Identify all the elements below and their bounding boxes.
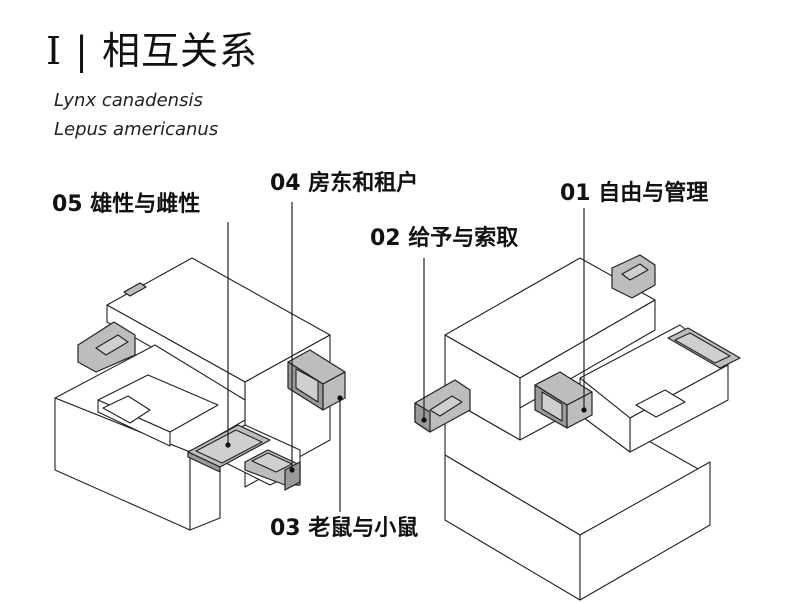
species-lynx: Lynx canadensis [54,90,203,111]
module-03-tray [244,449,301,491]
leader-02-dot [421,417,427,423]
right-slab-notch [635,389,686,418]
species-lepus: Lepus americanus [54,119,219,140]
left-notch [102,395,151,424]
module-right-top-bracket [611,254,656,299]
label-05-male-female: 05 雄性与雌性 [52,192,201,217]
module-left-top-lip [123,282,147,297]
label-01-freedom-management: 01 自由与管理 [560,181,709,206]
leader-01-dot [581,407,587,413]
label-04-landlord-tenant: 04 房东和租户 [270,171,419,196]
right-base-side [579,461,711,601]
right-building [444,257,729,601]
module-left-side-bracket [77,321,136,373]
leader-05-dot [225,442,231,448]
module-02-bracket [414,379,471,433]
module-right-slab-tray [667,327,741,369]
leader-04-dot [289,467,295,473]
leader-lines [225,202,587,512]
left-building [54,257,331,531]
module-01-bracket [534,371,593,429]
leader-03-dot [337,395,343,401]
label-03-rat-mouse: 03 老鼠与小鼠 [270,516,419,541]
label-02-give-take: 02 给予与索取 [370,226,519,251]
page-title: I | 相互关系 [46,29,258,73]
